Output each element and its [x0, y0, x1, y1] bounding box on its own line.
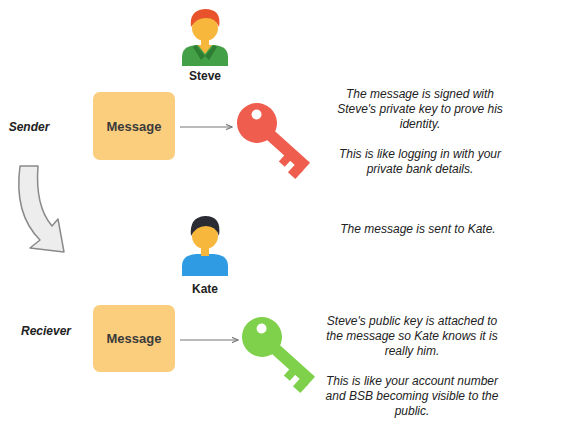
note-text: The message is signed with Steve's priva…	[325, 87, 515, 132]
role-label: Reciever	[11, 324, 81, 339]
note-text: This is like your account number and BSB…	[325, 374, 500, 419]
pointer-arrow	[180, 339, 238, 340]
public-key	[234, 309, 325, 396]
message-box: Message	[93, 92, 175, 160]
pointer-arrow	[180, 126, 232, 127]
message-box: Message	[93, 305, 175, 372]
person-name: Steve	[165, 69, 245, 84]
note-text: Steve's public key is attached to the me…	[320, 314, 505, 359]
box-label: Message	[107, 119, 162, 134]
steve-avatar	[182, 9, 228, 66]
note-text: The message is sent to Kate.	[338, 222, 498, 237]
kate-avatar	[182, 216, 228, 276]
note-text: This is like logging in with your privat…	[320, 147, 520, 177]
person-name: Kate	[165, 282, 245, 297]
flow-arrow	[19, 166, 64, 252]
private-key	[229, 95, 320, 182]
role-label: Sender	[0, 120, 59, 135]
box-label: Message	[107, 331, 162, 346]
